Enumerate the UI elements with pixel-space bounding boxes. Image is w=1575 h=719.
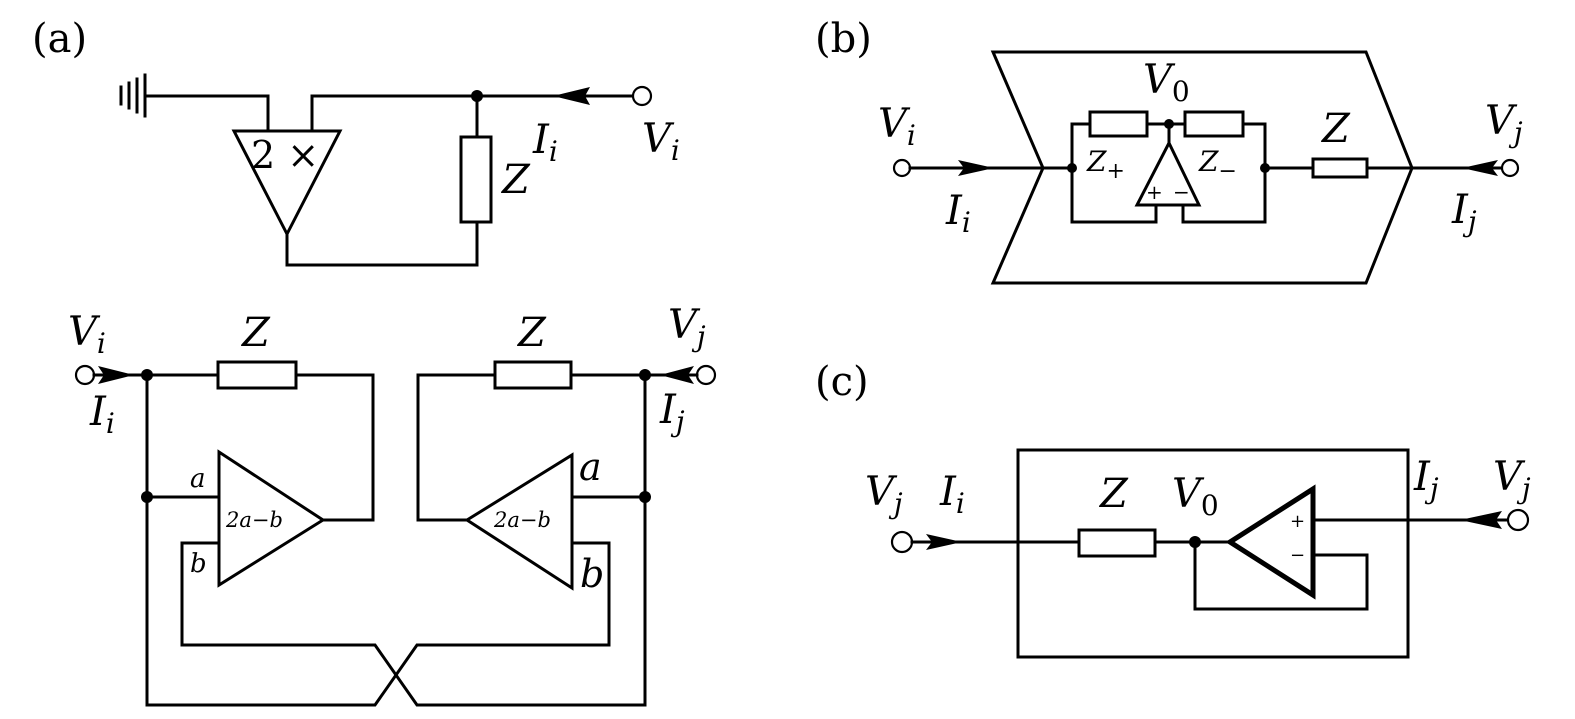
ii-label: Ii xyxy=(939,469,965,520)
panel-a-top: (a) 2 × Ii Z Vi xyxy=(32,16,680,267)
device-boundary xyxy=(1016,448,1410,659)
opamp xyxy=(1225,484,1316,600)
vj-left-terminal xyxy=(890,530,914,554)
vj-label: Vj xyxy=(668,302,706,353)
current-arrow-icon xyxy=(926,534,962,550)
left-feedback-wire xyxy=(294,373,375,522)
zminus-resistor xyxy=(1183,110,1245,138)
current-label: Ii xyxy=(532,117,558,168)
voltage-label: Vi xyxy=(642,116,680,167)
ground-icon xyxy=(119,73,147,118)
vi-label: Vi xyxy=(878,101,916,152)
ij-label: Ij xyxy=(1413,454,1439,505)
vi-terminal xyxy=(631,85,653,107)
right-input-a-label: a xyxy=(579,445,602,489)
z-resistor xyxy=(1077,528,1157,558)
vj-terminal xyxy=(695,364,717,386)
z-left-label: Z xyxy=(240,310,271,356)
v0-node-dot xyxy=(1164,119,1174,129)
opamp-minus-label: − xyxy=(1173,180,1190,204)
z-label: Z xyxy=(1320,106,1351,152)
current-arrow-icon xyxy=(660,366,694,384)
opamp-plus-label: + xyxy=(1146,180,1163,204)
feedback-wire xyxy=(1193,540,1369,611)
vj-right-label: Vj xyxy=(1493,454,1531,505)
right-input-b-label: b xyxy=(580,552,604,596)
impedance-label: Z xyxy=(500,157,531,203)
right-b-cross-wire xyxy=(145,541,611,707)
left-b-cross-wire xyxy=(180,541,647,707)
doubler-amplifier xyxy=(231,129,343,238)
opamp-plus-label: + xyxy=(1290,511,1305,532)
current-arrow-icon xyxy=(98,366,134,384)
current-arrow-icon xyxy=(1462,160,1498,176)
ii-label: Ii xyxy=(945,188,971,239)
current-arrow-icon xyxy=(958,160,994,176)
vi-terminal xyxy=(74,364,96,386)
panel-a-tag: (a) xyxy=(32,16,87,62)
node-dot xyxy=(141,491,153,503)
vi-label: Vi xyxy=(68,309,106,360)
plus-input-wire xyxy=(1070,203,1158,224)
node-dot xyxy=(639,491,651,503)
opamp-minus-label: − xyxy=(1290,545,1305,566)
vj-label: Vj xyxy=(1485,98,1523,149)
right-feedback-wire xyxy=(416,373,497,522)
panel-a-bottom: Vi Ii Z Z Vj Ij a b a b 2a−b 2a−b xyxy=(68,302,717,707)
zplus-left-wire xyxy=(1070,122,1092,224)
ij-label: Ij xyxy=(1451,187,1477,238)
left-input-a-label: a xyxy=(190,464,206,494)
panel-b-tag: (b) xyxy=(815,16,872,62)
z-left-resistor xyxy=(216,360,298,390)
left-input-b-label: b xyxy=(190,549,207,579)
left-amplifier xyxy=(217,449,326,588)
ii-label: Ii xyxy=(89,389,115,440)
current-arrow-icon xyxy=(1460,511,1502,529)
right-amplifier xyxy=(464,452,574,591)
feedback-wire xyxy=(285,220,479,267)
current-arrow-icon xyxy=(553,87,590,105)
ij-label: Ij xyxy=(659,387,685,438)
z-label: Z xyxy=(1098,471,1129,517)
z-right-resistor xyxy=(493,360,573,390)
vj-terminal xyxy=(1500,158,1520,178)
zplus-label: Z+ xyxy=(1086,145,1125,184)
zplus-resistor xyxy=(1088,110,1149,138)
ground-wire xyxy=(143,94,270,133)
panel-c: (c) + − Vj Ii Z V0 Ij Vj xyxy=(815,359,1531,659)
z-right-label: Z xyxy=(516,310,547,356)
right-amplifier-label: 2a−b xyxy=(493,508,551,532)
zminus-right-wire xyxy=(1181,122,1267,224)
z-resistor xyxy=(459,135,493,224)
top-wire xyxy=(310,94,642,133)
panel-b: (b) + − Vi Ii V0 Z+ Z− Z Vj Ij xyxy=(815,16,1523,285)
node-dot xyxy=(471,90,483,102)
z-resistor xyxy=(1311,157,1369,179)
left-amplifier-label: 2a−b xyxy=(225,508,283,532)
vj-left-label: Vj xyxy=(865,469,903,520)
doubler-label: 2 × xyxy=(251,133,319,177)
opamp xyxy=(1134,139,1202,207)
v0-label: V0 xyxy=(1172,471,1219,522)
v0-label: V0 xyxy=(1143,57,1190,108)
panel-c-tag: (c) xyxy=(815,359,869,405)
vi-terminal xyxy=(892,158,912,178)
zminus-label: Z− xyxy=(1198,145,1237,184)
vj-right-terminal xyxy=(1506,508,1530,532)
